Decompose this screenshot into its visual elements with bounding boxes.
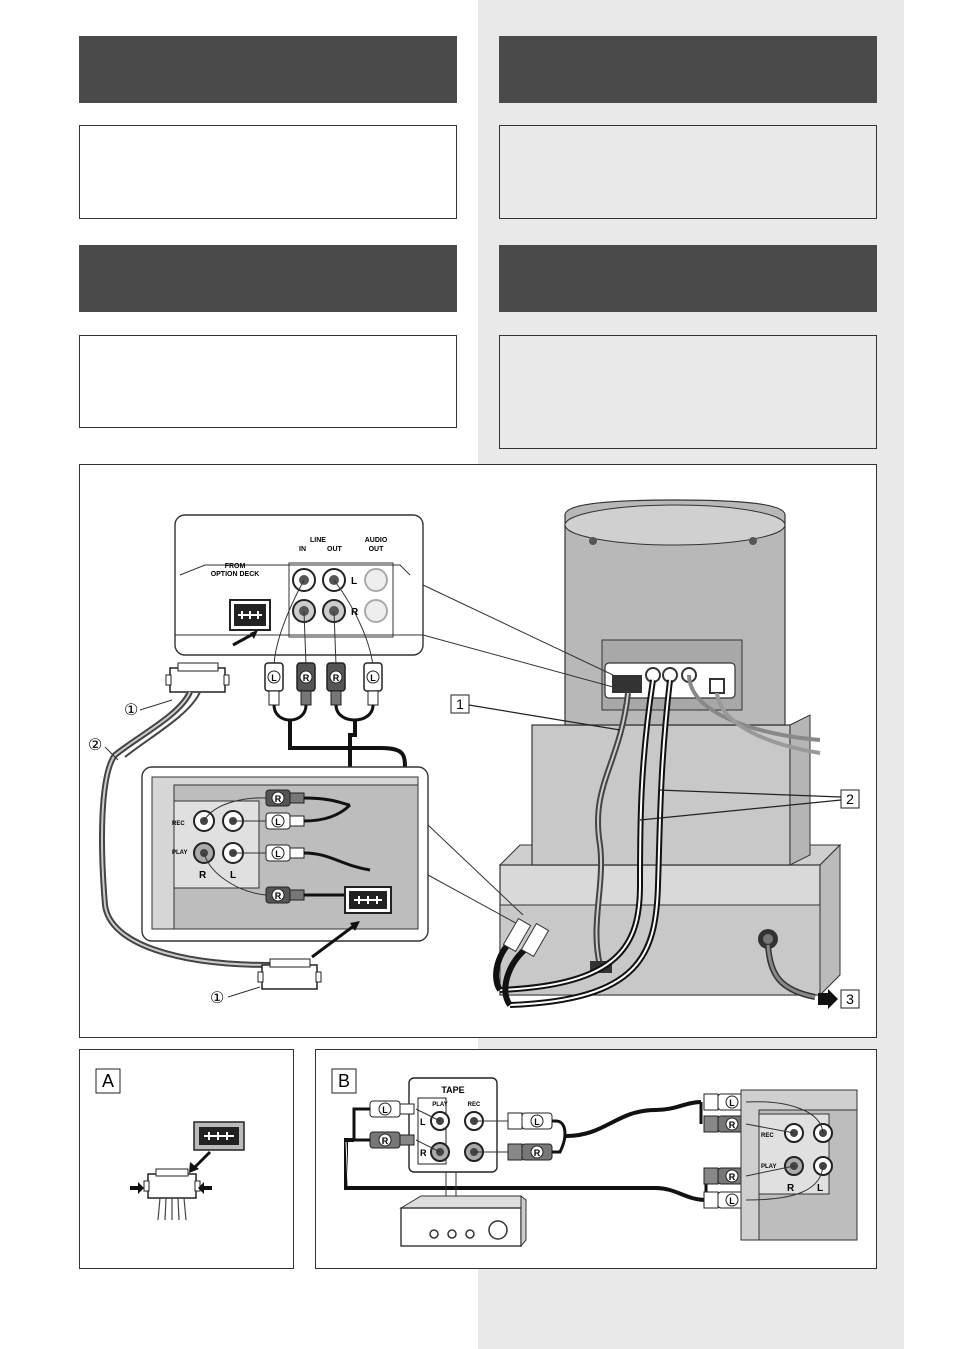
callout-2-ribbon: ② xyxy=(88,737,102,754)
main-connection-diagram: FROM OPTION DECK LINE IN OUT AUDIO OUT L… xyxy=(79,464,877,1038)
panel-b-svg: B TAPE PLAY REC L R L R L R xyxy=(331,1068,858,1248)
svg-text:R: R xyxy=(333,673,340,683)
svg-text:L: L xyxy=(275,849,281,859)
panel-a-label: A xyxy=(102,1071,114,1091)
connector-plug-top xyxy=(165,662,230,693)
tape-rec-label: REC xyxy=(468,1102,481,1108)
deck-rec-label: REC xyxy=(172,821,185,827)
tape-l-label: L xyxy=(420,1117,426,1127)
section-header-mid-left xyxy=(79,245,457,312)
tape-play-label: PLAY xyxy=(432,1102,447,1108)
tape-r-label: R xyxy=(420,1148,427,1158)
b-plug-r-right-rec: R xyxy=(703,1115,747,1133)
callout-1-top: ① xyxy=(124,702,138,719)
audio-label: AUDIO xyxy=(365,537,388,544)
b-deck-play-label: PLAY xyxy=(761,1164,776,1170)
text-box-top-right xyxy=(499,125,877,219)
audio-out-r-jack xyxy=(364,599,388,623)
svg-text:R: R xyxy=(275,794,282,804)
deck-plug-l-play: L xyxy=(265,844,305,862)
text-box-top-left xyxy=(79,125,457,219)
callout-box-2: 2 xyxy=(846,791,854,807)
plug-r-1: R xyxy=(296,662,316,706)
connector-plug xyxy=(147,1173,197,1199)
b-cable-rec xyxy=(565,1100,702,1138)
svg-text:R: R xyxy=(729,1120,736,1130)
b-plug-l-right-play: L xyxy=(703,1191,747,1209)
svg-text:R: R xyxy=(382,1136,389,1146)
squeeze-arrow-left-icon xyxy=(130,1182,144,1194)
svg-text:R: R xyxy=(275,891,282,901)
audio-out-l-jack xyxy=(364,568,388,592)
b-cable-play xyxy=(344,1138,707,1202)
panel-b: B TAPE PLAY REC L R L R L R xyxy=(315,1049,877,1269)
deck-r-label: R xyxy=(199,870,207,881)
from-label: FROM xyxy=(225,563,246,570)
svg-text:L: L xyxy=(534,1117,540,1127)
panel-a: A xyxy=(79,1049,294,1269)
deck-plug-l-rec: L xyxy=(265,812,305,830)
panel-l-label: L xyxy=(351,576,357,587)
plug-l-2: L xyxy=(363,662,383,706)
svg-text:R: R xyxy=(729,1172,736,1182)
svg-text:L: L xyxy=(370,673,376,683)
volume-knob xyxy=(488,1220,508,1240)
b-plug-r-left: R xyxy=(369,1131,415,1149)
section-header-top-left xyxy=(79,36,457,103)
squeeze-arrow-right-icon xyxy=(198,1182,212,1194)
b-deck-l-label: L xyxy=(817,1183,823,1194)
deck-plug-r-play: R xyxy=(265,886,305,904)
svg-text:L: L xyxy=(729,1196,735,1206)
tape-label: TAPE xyxy=(441,1085,464,1095)
line-label: LINE xyxy=(310,537,326,544)
b-plug-r-right-play: R xyxy=(703,1167,747,1185)
b-plug-l-left: L xyxy=(369,1100,415,1118)
svg-text:R: R xyxy=(303,673,310,683)
section-header-top-right xyxy=(499,36,877,103)
connector-plug-bottom xyxy=(257,958,322,990)
svg-text:L: L xyxy=(382,1105,388,1115)
line-in-label: IN xyxy=(299,546,306,553)
b-deck-rec-label: REC xyxy=(761,1133,774,1139)
arrow-icon xyxy=(818,989,838,1009)
callout-1-bottom: ① xyxy=(210,990,224,1007)
section-header-mid-right xyxy=(499,245,877,312)
svg-text:R: R xyxy=(534,1148,541,1158)
panel-a-svg: A xyxy=(95,1068,245,1221)
b-plug-l-mid: L xyxy=(507,1112,553,1130)
audio-out-label: OUT xyxy=(369,546,385,553)
b-plug-r-mid: R xyxy=(507,1143,553,1161)
plug-r-2: R xyxy=(326,662,346,706)
main-diagram-svg: FROM OPTION DECK LINE IN OUT AUDIO OUT L… xyxy=(88,499,860,1009)
svg-text:L: L xyxy=(729,1098,735,1108)
b-deck-r-label: R xyxy=(787,1183,795,1194)
b-plug-l-right-rec: L xyxy=(703,1093,747,1111)
svg-text:L: L xyxy=(275,817,281,827)
text-box-mid-left xyxy=(79,335,457,428)
deck-l-label: L xyxy=(230,870,236,881)
plug-l-1: L xyxy=(264,662,284,706)
line-out-label: OUT xyxy=(327,546,343,553)
svg-text:L: L xyxy=(271,673,277,683)
callout-box-3: 3 xyxy=(846,991,854,1007)
callout-box-1: 1 xyxy=(456,696,464,712)
deck-play-label: PLAY xyxy=(172,850,187,856)
deck-plug-r-rec: R xyxy=(265,789,305,807)
option-deck-label: OPTION DECK xyxy=(211,571,260,578)
panel-b-label: B xyxy=(338,1071,350,1091)
text-box-mid-right xyxy=(499,335,877,449)
